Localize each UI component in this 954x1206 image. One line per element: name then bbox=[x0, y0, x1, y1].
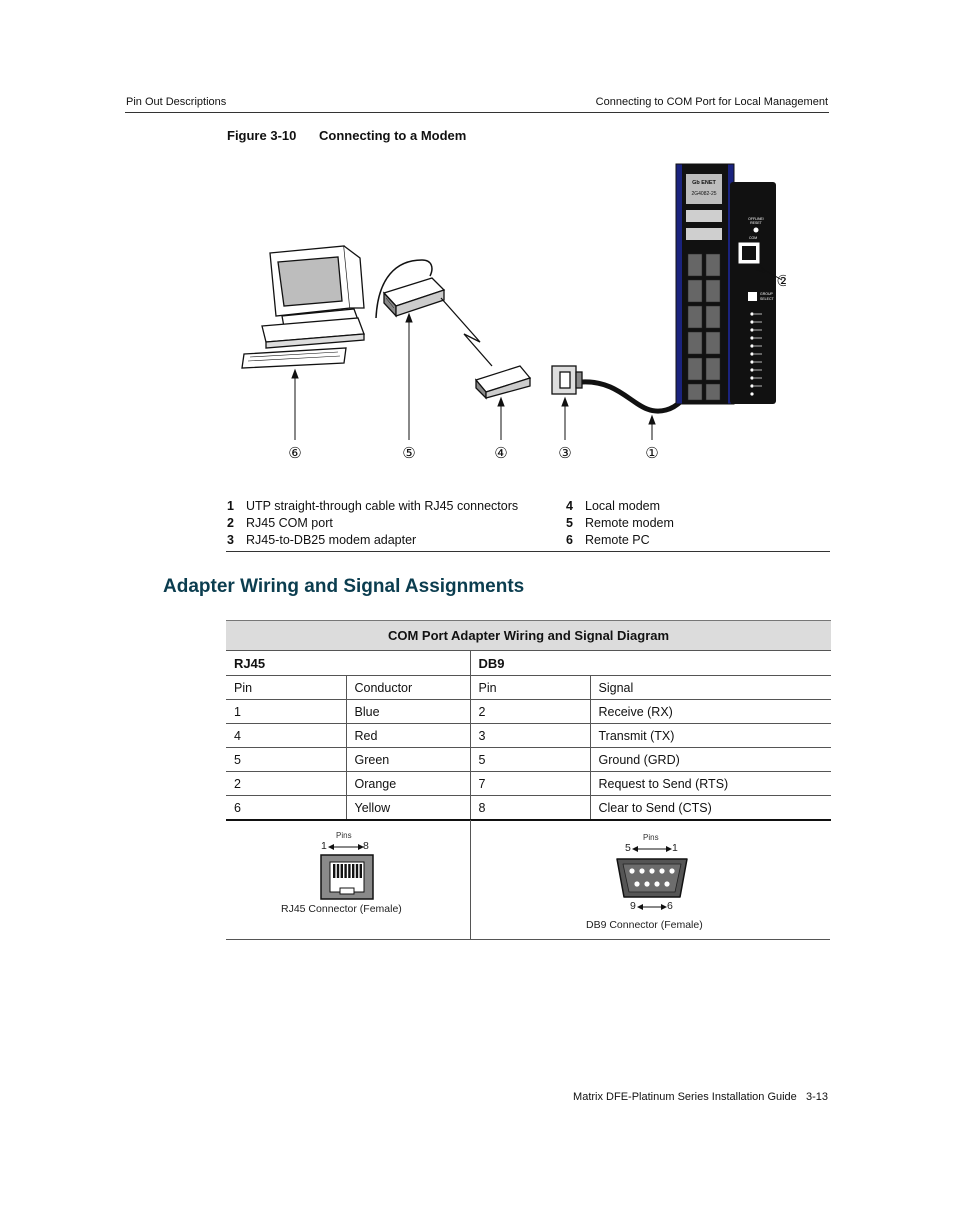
rj45-caption: RJ45 Connector (Female) bbox=[281, 903, 402, 915]
table-cell: Request to Send (RTS) bbox=[589, 771, 831, 796]
rj45-pin-left: 1 bbox=[321, 840, 327, 852]
db9-pin-top-left: 5 bbox=[625, 842, 631, 854]
table-cell: 4 bbox=[226, 723, 346, 748]
table-title-row: COM Port Adapter Wiring and Signal Diagr… bbox=[226, 620, 831, 651]
device-small-4: GROUP bbox=[760, 292, 774, 296]
page-footer: Matrix DFE-Platinum Series Installation … bbox=[573, 1091, 828, 1103]
switch-chassis-illustration: Gb ENET 2G4082-25 OFFLINE/ RESET COM GRO… bbox=[675, 163, 776, 405]
device-small-5: SELECT bbox=[760, 297, 774, 301]
db9-pin-bottom-right: 6 bbox=[667, 900, 673, 912]
remote-modem-illustration bbox=[382, 277, 446, 318]
page-number: 3-13 bbox=[805, 1091, 828, 1103]
figure-title: Connecting to a Modem bbox=[319, 128, 467, 143]
table-row: 5 Green 5 Ground (GRD) bbox=[226, 747, 831, 772]
table-cell: Receive (RX) bbox=[589, 699, 831, 724]
table-row: 4 Red 3 Transmit (TX) bbox=[226, 723, 831, 748]
db25-adapter-illustration bbox=[551, 365, 583, 395]
group-rj45: RJ45 bbox=[226, 650, 470, 676]
table-group-row: RJ45 DB9 bbox=[226, 650, 831, 676]
table-cell: Clear to Send (CTS) bbox=[589, 795, 831, 821]
table-cell: 5 bbox=[469, 747, 590, 772]
table-cell: Green bbox=[345, 747, 470, 772]
figure-caption: Figure 3-10 Connecting to a Modem bbox=[227, 128, 466, 143]
device-label-1: Gb ENET bbox=[692, 180, 716, 186]
callout-6: ⑥ bbox=[288, 444, 301, 462]
table-cell: 2 bbox=[469, 699, 590, 724]
rj45-pins-label: Pins bbox=[336, 831, 352, 840]
db9-top-arrow-icon bbox=[632, 846, 672, 852]
local-modem-illustration bbox=[474, 365, 532, 400]
table-row: 6 Yellow 8 Clear to Send (CTS) bbox=[226, 795, 831, 821]
callout-1: ① bbox=[645, 444, 658, 462]
table-cell: Ground (GRD) bbox=[589, 747, 831, 772]
device-small-2: RESET bbox=[750, 221, 763, 225]
column-header: Pin bbox=[469, 675, 590, 700]
callout-5: ⑤ bbox=[402, 444, 415, 462]
section-heading: Adapter Wiring and Signal Assignments bbox=[163, 576, 525, 597]
modem-connection-figure: Gb ENET 2G4082-25 OFFLINE/ RESET COM GRO… bbox=[241, 163, 786, 462]
figure-number: Figure 3-10 bbox=[227, 128, 297, 143]
connector-diagrams: Pins 1 8 RJ45 Connector (Female) Pins 5 … bbox=[226, 820, 830, 940]
db9-pin-bottom-left: 9 bbox=[630, 900, 636, 912]
table-cell: 8 bbox=[469, 795, 590, 821]
header-rule bbox=[125, 112, 829, 113]
device-label-2: 2G4082-25 bbox=[691, 191, 716, 197]
table-cell: Orange bbox=[345, 771, 470, 796]
table-cell: Transmit (TX) bbox=[589, 723, 831, 748]
db9-pins-label: Pins bbox=[643, 833, 659, 842]
table-cell: Yellow bbox=[345, 795, 470, 821]
table-cell: 7 bbox=[469, 771, 590, 796]
column-header: Pin bbox=[226, 675, 346, 700]
callout-3: ③ bbox=[558, 444, 571, 462]
rj45-connector-icon bbox=[320, 854, 374, 900]
rj45-pin-right: 8 bbox=[363, 840, 369, 852]
rj45-pin-arrow-icon bbox=[328, 844, 364, 850]
table-cell: 6 bbox=[226, 795, 346, 821]
group-db9: DB9 bbox=[469, 650, 831, 676]
column-header: Signal bbox=[589, 675, 831, 700]
table-cell: 3 bbox=[469, 723, 590, 748]
column-header: Conductor bbox=[345, 675, 470, 700]
running-header-right: Connecting to COM Port for Local Managem… bbox=[595, 96, 828, 108]
device-small-3: COM bbox=[749, 236, 757, 240]
callout-arrows bbox=[291, 262, 783, 440]
running-header-left: Pin Out Descriptions bbox=[126, 96, 227, 108]
table-cell: 1 bbox=[226, 699, 346, 724]
legend-rule bbox=[226, 551, 830, 552]
table-title: COM Port Adapter Wiring and Signal Diagr… bbox=[226, 620, 831, 651]
connector-divider bbox=[470, 820, 471, 939]
footer-title: Matrix DFE-Platinum Series Installation … bbox=[573, 1091, 797, 1103]
table-cell: Blue bbox=[345, 699, 470, 724]
table-cell: 5 bbox=[226, 747, 346, 772]
table-row: 1 Blue 2 Receive (RX) bbox=[226, 699, 831, 724]
wiring-table: COM Port Adapter Wiring and Signal Diagr… bbox=[226, 620, 831, 821]
callout-4: ④ bbox=[494, 444, 507, 462]
db9-connector-icon bbox=[616, 858, 688, 898]
callout-2: ② bbox=[777, 272, 786, 290]
db9-caption: DB9 Connector (Female) bbox=[586, 919, 703, 931]
table-cell: Red bbox=[345, 723, 470, 748]
table-row: 2 Orange 7 Request to Send (RTS) bbox=[226, 771, 831, 796]
remote-pc-illustration bbox=[241, 245, 365, 369]
table-cell: 2 bbox=[226, 771, 346, 796]
table-header-row: Pin Conductor Pin Signal bbox=[226, 675, 831, 700]
db9-pin-top-right: 1 bbox=[672, 842, 678, 854]
db9-bottom-arrow-icon bbox=[637, 904, 667, 910]
device-small-1: OFFLINE/ bbox=[748, 217, 764, 221]
